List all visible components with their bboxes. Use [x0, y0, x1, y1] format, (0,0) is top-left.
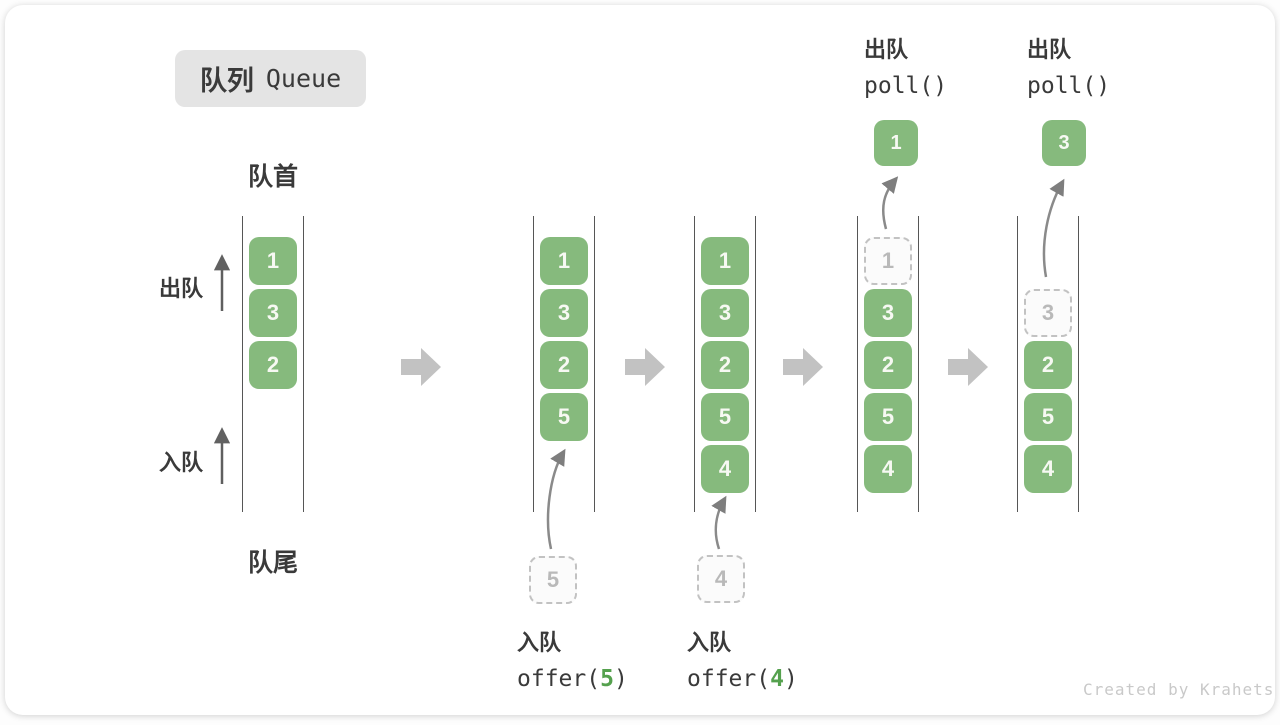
removed-item-ghost-3: 3	[1024, 289, 1072, 337]
queue-item: 4	[701, 445, 749, 493]
title-en: Queue	[265, 64, 342, 93]
op-poll-1-zh: 出队	[864, 37, 909, 62]
op-offer-5: 入队 offer(5)	[517, 625, 628, 692]
op-offer-4-code: offer(4)	[687, 666, 798, 692]
flow-arrow-icon	[783, 348, 823, 386]
queue-item: 1	[249, 237, 297, 285]
code-arg: 5	[600, 666, 614, 692]
op-offer-4: 入队 offer(4)	[687, 625, 798, 692]
queue-item: 4	[1024, 445, 1072, 493]
queue-item: 5	[864, 393, 912, 441]
op-offer-4-zh: 入队	[687, 630, 732, 655]
queue-item: 3	[864, 289, 912, 337]
queue-item: 3	[540, 289, 588, 337]
queue-item: 2	[864, 341, 912, 389]
queue-item: 3	[701, 289, 749, 337]
queue-state-3	[694, 216, 756, 512]
queue-item: 3	[249, 289, 297, 337]
op-poll-1: 出队 poll()	[864, 32, 947, 99]
op-poll-2-code: poll()	[1027, 73, 1111, 99]
op-poll-2: 出队 poll()	[1027, 32, 1110, 99]
queue-item: 2	[540, 341, 588, 389]
queue-state-4	[857, 216, 919, 512]
code-text: offer(	[687, 666, 771, 692]
watermark: Created by Krahets	[1083, 680, 1275, 699]
arrows-overlay	[213, 176, 1065, 550]
queue-item: 5	[540, 393, 588, 441]
op-offer-5-zh: 入队	[517, 630, 562, 655]
queue-item: 2	[249, 341, 297, 389]
incoming-item-5: 5	[529, 556, 577, 604]
dequeue-side-label: 出队	[158, 276, 203, 301]
queue-item: 1	[701, 237, 749, 285]
title-badge: 队列 Queue	[175, 50, 366, 107]
removed-item-ghost-1: 1	[864, 237, 912, 285]
code-arg: 4	[770, 666, 784, 692]
code-text: )	[613, 666, 628, 692]
queue-item: 4	[864, 445, 912, 493]
queue-state-2	[533, 216, 595, 512]
code-text: )	[783, 666, 798, 692]
op-poll-2-zh: 出队	[1027, 37, 1072, 62]
op-poll-1-code: poll()	[864, 73, 948, 99]
diagram-card: 队列 Queue 队首 队尾 出队 入队 1 3 2 1 3 2 5 5 1 3…	[5, 5, 1275, 715]
flow-arrow-icon	[948, 348, 988, 386]
enqueue-side-label: 入队	[158, 450, 203, 475]
code-text: offer(	[517, 666, 601, 692]
queue-item: 2	[1024, 341, 1072, 389]
queue-front-label: 队首	[247, 163, 298, 191]
title-zh: 队列	[199, 66, 254, 96]
popped-item-3: 3	[1042, 120, 1086, 166]
queue-item: 5	[1024, 393, 1072, 441]
queue-item: 2	[701, 341, 749, 389]
queue-rear-label: 队尾	[247, 549, 298, 577]
queue-item: 1	[540, 237, 588, 285]
queue-item: 5	[701, 393, 749, 441]
queue-state-5	[1017, 216, 1079, 512]
flow-arrow-icon	[625, 348, 665, 386]
operation-arrows	[546, 176, 1065, 550]
flow-arrow-icon	[401, 348, 441, 386]
incoming-item-4: 4	[697, 555, 745, 603]
queue-state-1	[242, 216, 304, 512]
popped-item-1: 1	[874, 120, 918, 166]
op-offer-5-code: offer(5)	[517, 666, 628, 692]
